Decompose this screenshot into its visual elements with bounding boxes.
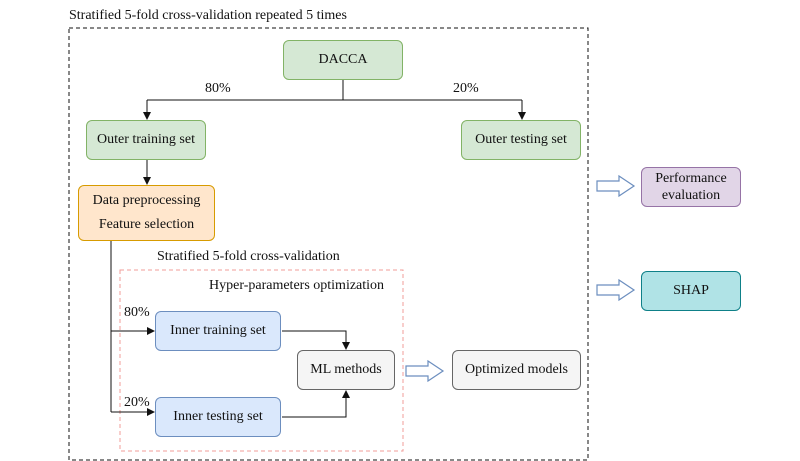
hollow-arrow-performance (596, 174, 636, 198)
outer-testing-node: Outer testing set (461, 120, 581, 160)
outer-cv-frame (68, 27, 589, 461)
optimized-models-label: Optimized models (464, 362, 569, 378)
outer-training-node: Outer training set (86, 120, 206, 160)
feature-selection-label: Feature selection (98, 217, 195, 232)
edge-inner-training-to-ml (282, 330, 350, 350)
inner-cv-frame (119, 269, 404, 452)
dacca-node: DACCA (283, 40, 403, 80)
optimized-models-node: Optimized models (452, 350, 581, 390)
edge-inner-testing-to-ml (282, 390, 350, 418)
preprocessing-node: Data preprocessing Feature selection (78, 185, 215, 241)
ml-methods-label: ML methods (310, 362, 382, 378)
inner-training-label: Inner training set (170, 323, 266, 339)
performance-label: Performance (655, 170, 727, 186)
inner-training-node: Inner training set (155, 311, 281, 351)
outer-frame-title: Stratified 5-fold cross-validation repea… (69, 8, 347, 23)
ml-methods-node: ML methods (297, 350, 395, 390)
inner-test-percent: 20% (124, 395, 150, 410)
inner-testing-node: Inner testing set (155, 397, 281, 437)
edge-dacca-split (147, 80, 522, 101)
shap-node: SHAP (641, 271, 741, 311)
hollow-arrow-shap (596, 278, 636, 302)
outer-test-percent: 20% (453, 81, 479, 96)
preprocessing-label: Data preprocessing (92, 193, 201, 209)
dacca-label: DACCA (318, 52, 368, 68)
inner-frame-subtitle: Hyper-parameters optimization (209, 278, 385, 293)
inner-testing-label: Inner testing set (173, 409, 263, 425)
outer-train-percent: 80% (205, 81, 231, 96)
outer-testing-label: Outer testing set (475, 132, 567, 148)
inner-frame-title: Stratified 5-fold cross-validation (157, 249, 340, 264)
outer-training-label: Outer training set (97, 132, 195, 148)
shap-label: SHAP (673, 283, 709, 299)
performance-evaluation-node: Performance evaluation (641, 167, 741, 207)
hollow-arrow-optimized (405, 359, 445, 383)
evaluation-label: evaluation (661, 188, 721, 203)
inner-train-percent: 80% (124, 305, 150, 320)
